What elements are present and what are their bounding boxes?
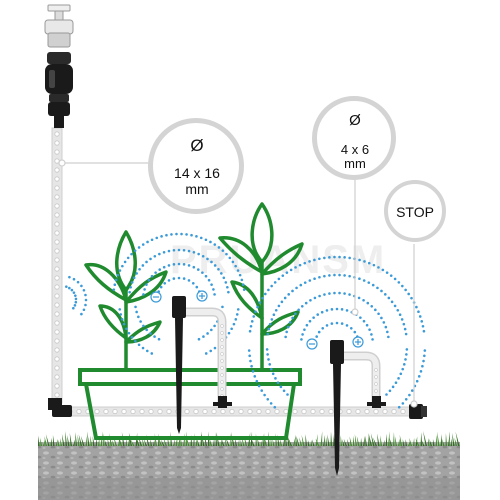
plant-left (84, 230, 168, 368)
tee-connector-right (367, 396, 386, 408)
stop-callout (384, 180, 446, 242)
planter-box (78, 368, 302, 440)
soil-layer (38, 442, 460, 500)
stop-label: STOP (396, 204, 434, 220)
pressure-reducer-icon (45, 52, 73, 102)
main-pipe-size: 14 x 16 (174, 165, 220, 181)
minus-sign-icon (150, 291, 162, 303)
micro-tube-callout (312, 96, 396, 180)
tap-icon (44, 4, 74, 48)
minus-sign-icon (306, 338, 318, 350)
micro-tube-left (186, 307, 227, 405)
elbow-fitting (48, 398, 72, 417)
micro-tube-diameter-symbol: Ø (349, 112, 361, 129)
plus-sign-icon (352, 336, 364, 348)
main-pipe-diameter-symbol: Ø (190, 136, 204, 155)
end-stop-fitting (409, 404, 427, 419)
main-pipe-unit: mm (185, 181, 209, 197)
callout-leaders (58, 159, 418, 408)
main-pipe-callout (148, 118, 244, 214)
plus-sign-icon (196, 290, 208, 302)
micro-tube-right (344, 351, 381, 405)
micro-tube-unit: mm (344, 156, 366, 171)
plant-right (218, 202, 304, 368)
tee-connector-left (213, 396, 232, 408)
grass-strip (38, 431, 460, 446)
micro-tube-size: 4 x 6 (340, 142, 370, 157)
dripper-stake-icon (172, 296, 186, 434)
dripper-stake-icon (330, 340, 344, 476)
filter-icon (48, 102, 70, 128)
